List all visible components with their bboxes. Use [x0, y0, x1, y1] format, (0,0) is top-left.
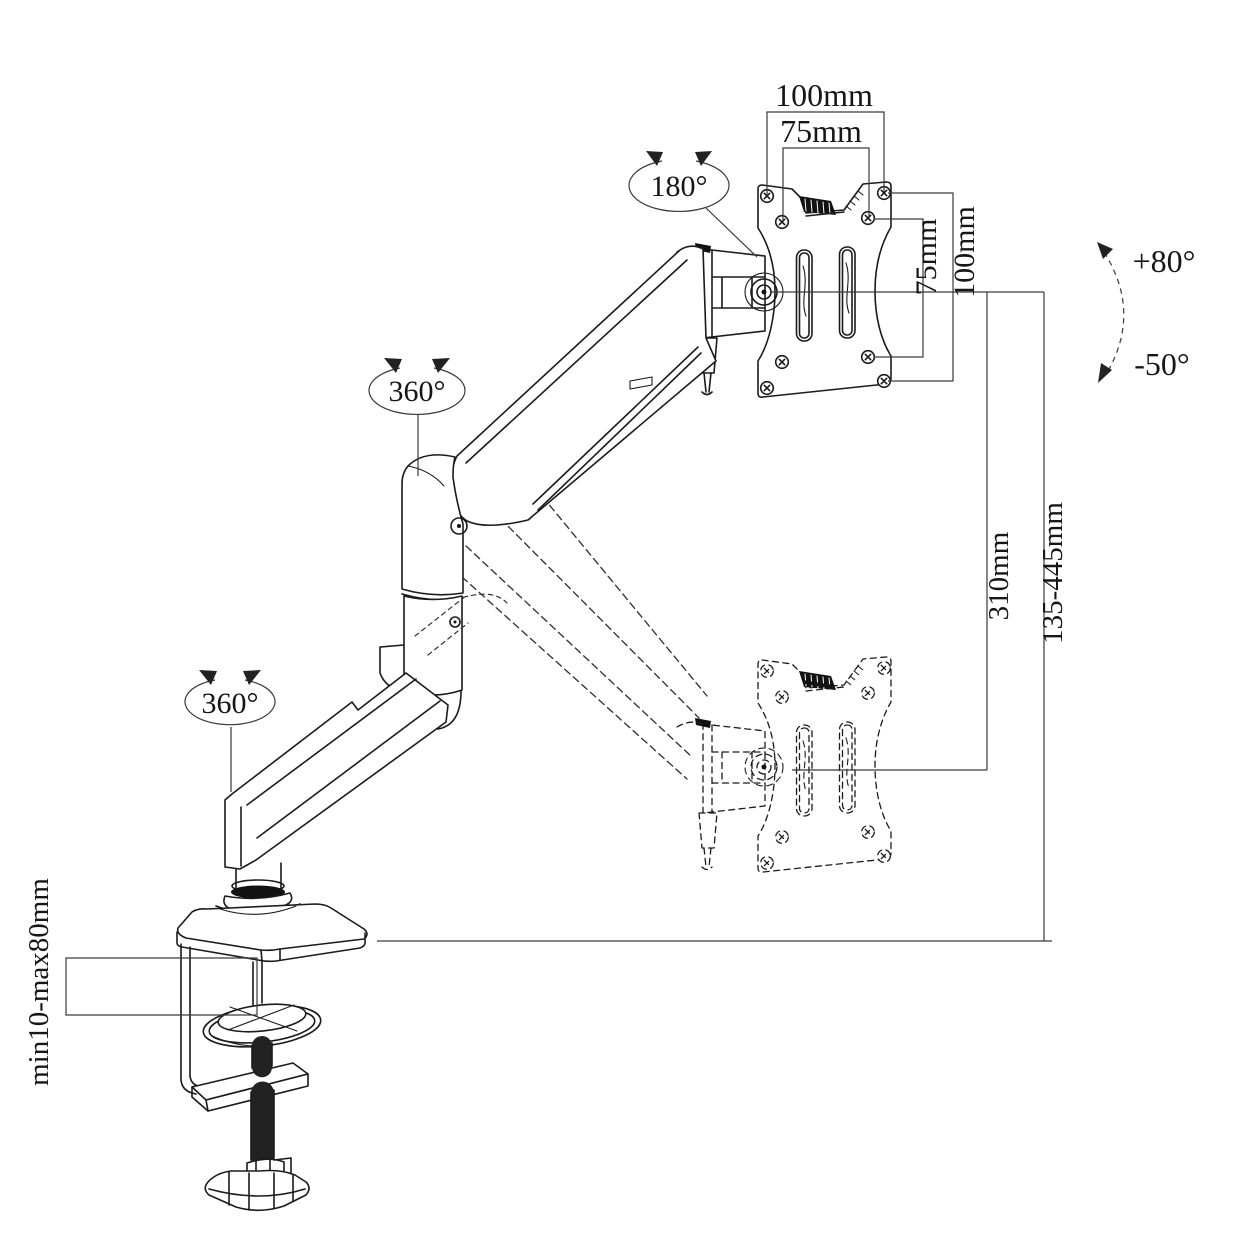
clamp-leg	[180, 943, 197, 1095]
label-clamp-range: min10-max80mm	[23, 878, 55, 1086]
desk-clamp	[180, 943, 322, 1212]
clamp-knob	[204, 1157, 310, 1212]
label-vertical-travel: 310mm	[983, 531, 1015, 620]
label-vesa-width-inner: 75mm	[780, 113, 862, 149]
desk-mount-plate	[176, 903, 368, 963]
elbow-housing	[401, 454, 464, 596]
label-arm-rotation-lower: 360°	[202, 687, 259, 720]
ghost-position-group	[676, 657, 891, 872]
dimension-lines	[65, 111, 1052, 1016]
vesa-plate-ghost	[758, 657, 891, 872]
label-vesa-height-outer: 100mm	[948, 206, 981, 298]
rotation-arrow-360-lower	[184, 679, 276, 726]
label-head-swivel: 180°	[651, 170, 708, 203]
vesa-plate	[758, 182, 891, 397]
dim-vesa-height-outer	[888, 192, 954, 382]
upper-arm-body	[450, 245, 717, 527]
mount-plate-top	[176, 903, 368, 952]
rotation-arrow-180	[628, 160, 730, 213]
elbow-joint	[379, 454, 468, 730]
label-height-range: 135-445mm	[1037, 502, 1069, 644]
hidden-line-ticks	[414, 598, 469, 656]
arm-assembly	[176, 182, 891, 1212]
knob-handle	[204, 1169, 310, 1212]
label-tilt-up: +80°	[1133, 243, 1196, 279]
label-arm-rotation-upper: 360°	[389, 375, 446, 408]
upper-arm	[450, 245, 717, 527]
dim-vesa-width-outer	[766, 111, 885, 196]
rotation-arrow-360-upper	[368, 367, 466, 416]
dim-vesa-width-inner	[782, 147, 870, 221]
dim-clamp-range-box	[65, 957, 258, 1016]
lower-arm	[224, 672, 449, 870]
dim-vesa-height-inner	[874, 218, 924, 358]
dimension-labels: 100mm 75mm 75mm 100mm 180° +80° -50° 360…	[23, 77, 1195, 1086]
clamp-screw	[250, 1036, 275, 1172]
label-vesa-width-outer: 100mm	[775, 77, 873, 113]
tilt-arc	[1103, 251, 1125, 374]
rotation-arrows	[184, 151, 1125, 726]
leader-180	[705, 207, 758, 258]
dim-vertical-travel	[792, 292, 988, 771]
label-tilt-down: -50°	[1134, 346, 1189, 382]
label-vesa-height-inner: 75mm	[910, 219, 943, 296]
